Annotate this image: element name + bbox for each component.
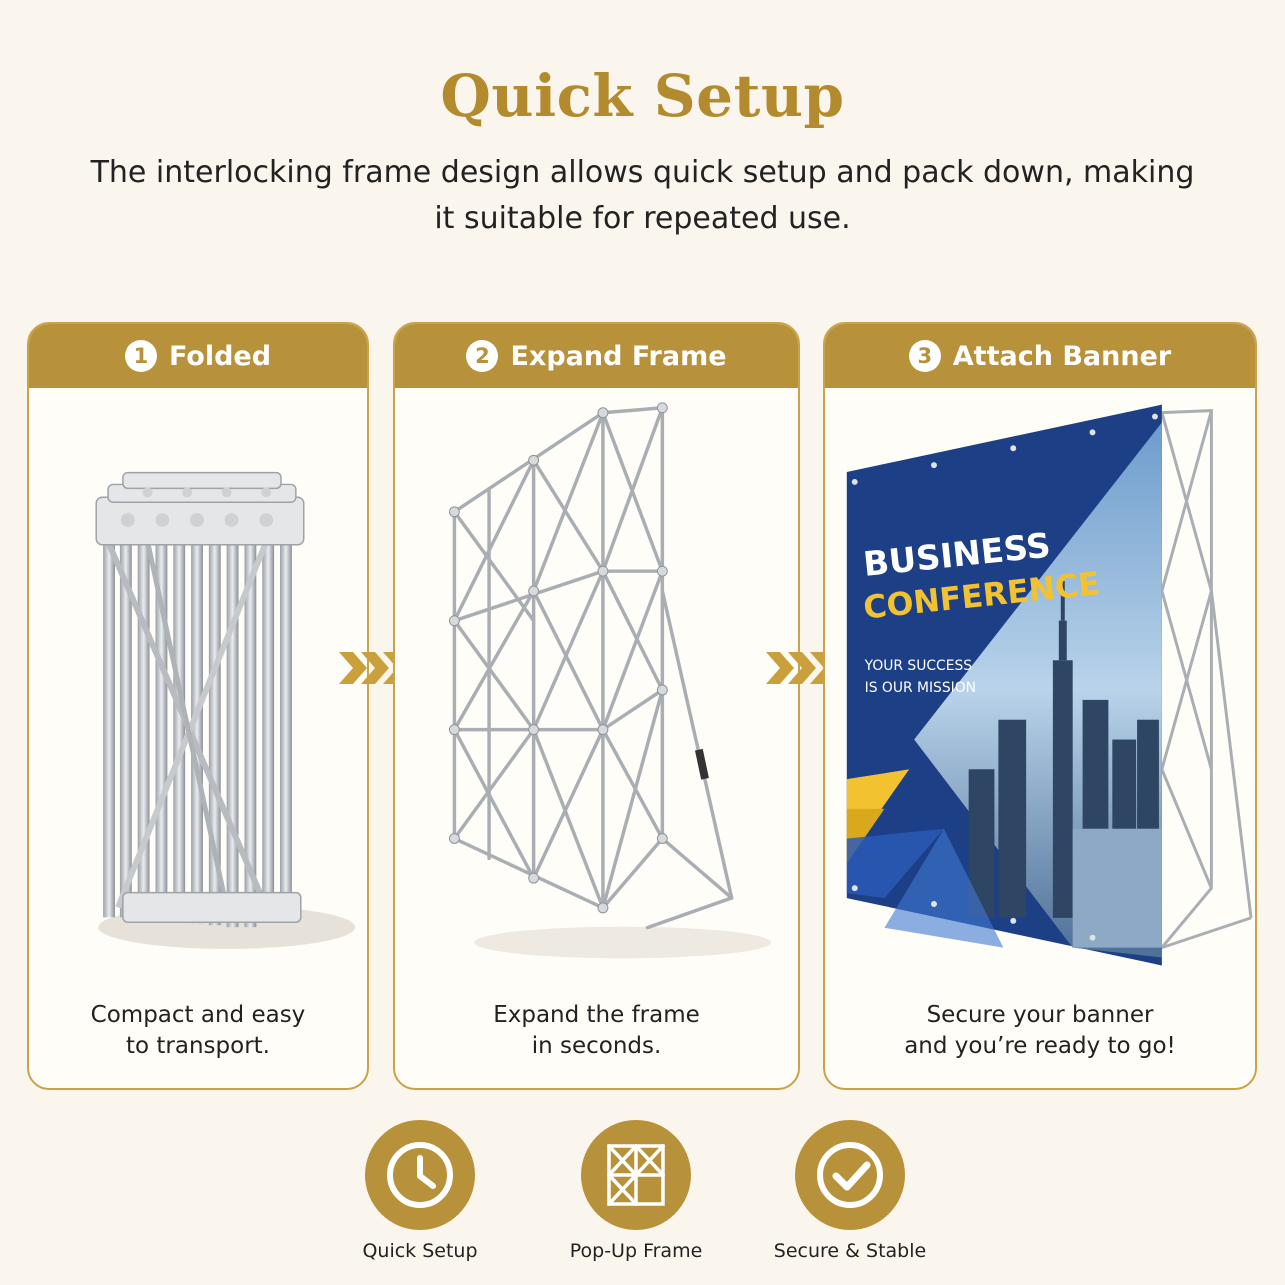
step-number-badge: 3: [908, 340, 941, 372]
page-title: Quick Setup: [440, 62, 845, 130]
feature-label: Pop-Up Frame: [569, 1240, 703, 1262]
step-card-folded: 1 Folded: [27, 322, 369, 1090]
expanded-frame-illustration: [448, 402, 772, 959]
step-number-badge: 1: [124, 340, 157, 372]
caption-line-1: Secure your banner: [926, 1002, 1154, 1028]
caption-line-2: and you’re ready to go!: [904, 1033, 1176, 1059]
step-header: 3 Attach Banner: [825, 324, 1255, 388]
banner-tagline-1: YOUR SUCCESS: [864, 658, 973, 674]
banner-tagline-2: IS OUR MISSION: [865, 680, 976, 696]
step-card-attach-banner: 3 Attach Banner: [823, 322, 1257, 1090]
step-number-badge: 2: [466, 340, 499, 372]
caption-line-2: to transport.: [126, 1033, 270, 1059]
step-title: Expand Frame: [510, 340, 727, 372]
page-subtitle: The interlocking frame design allows qui…: [80, 150, 1205, 242]
feature-circle: [365, 1120, 475, 1230]
caption-line-1: Expand the frame: [493, 1002, 700, 1028]
step-card-expand-frame: 2 Expand Frame: [393, 322, 800, 1090]
step-caption: Compact and easy to transport.: [29, 1000, 367, 1062]
feature-quick-setup: Quick Setup: [320, 1120, 520, 1262]
step-header: 2 Expand Frame: [395, 324, 798, 388]
frame-grid-icon: [607, 1144, 665, 1206]
step-caption: Secure your banner and you’re ready to g…: [825, 1000, 1255, 1062]
step-title: Attach Banner: [952, 340, 1172, 372]
step-title: Folded: [168, 340, 272, 372]
feature-pop-up-frame: Pop-Up Frame: [536, 1120, 736, 1262]
subtitle-line-1: The interlocking frame design allows qui…: [90, 155, 1195, 190]
clock-icon: [387, 1142, 453, 1208]
caption-line-2: in seconds.: [531, 1033, 662, 1059]
subtitle-line-2: it suitable for repeated use.: [434, 201, 851, 236]
feature-secure-stable: Secure & Stable: [750, 1120, 950, 1262]
folded-frame-illustration: [95, 471, 356, 949]
feature-label: Quick Setup: [362, 1240, 478, 1262]
check-circle-icon: [817, 1142, 883, 1208]
step-header: 1 Folded: [29, 324, 367, 388]
feature-circle: [795, 1120, 905, 1230]
banner-display-illustration: BUSINESS CONFERENCE YOUR SUCCESS IS OUR …: [846, 404, 1253, 966]
feature-label: Secure & Stable: [773, 1240, 927, 1262]
step-caption: Expand the frame in seconds.: [395, 1000, 798, 1062]
caption-line-1: Compact and easy: [90, 1002, 306, 1028]
feature-circle: [581, 1120, 691, 1230]
